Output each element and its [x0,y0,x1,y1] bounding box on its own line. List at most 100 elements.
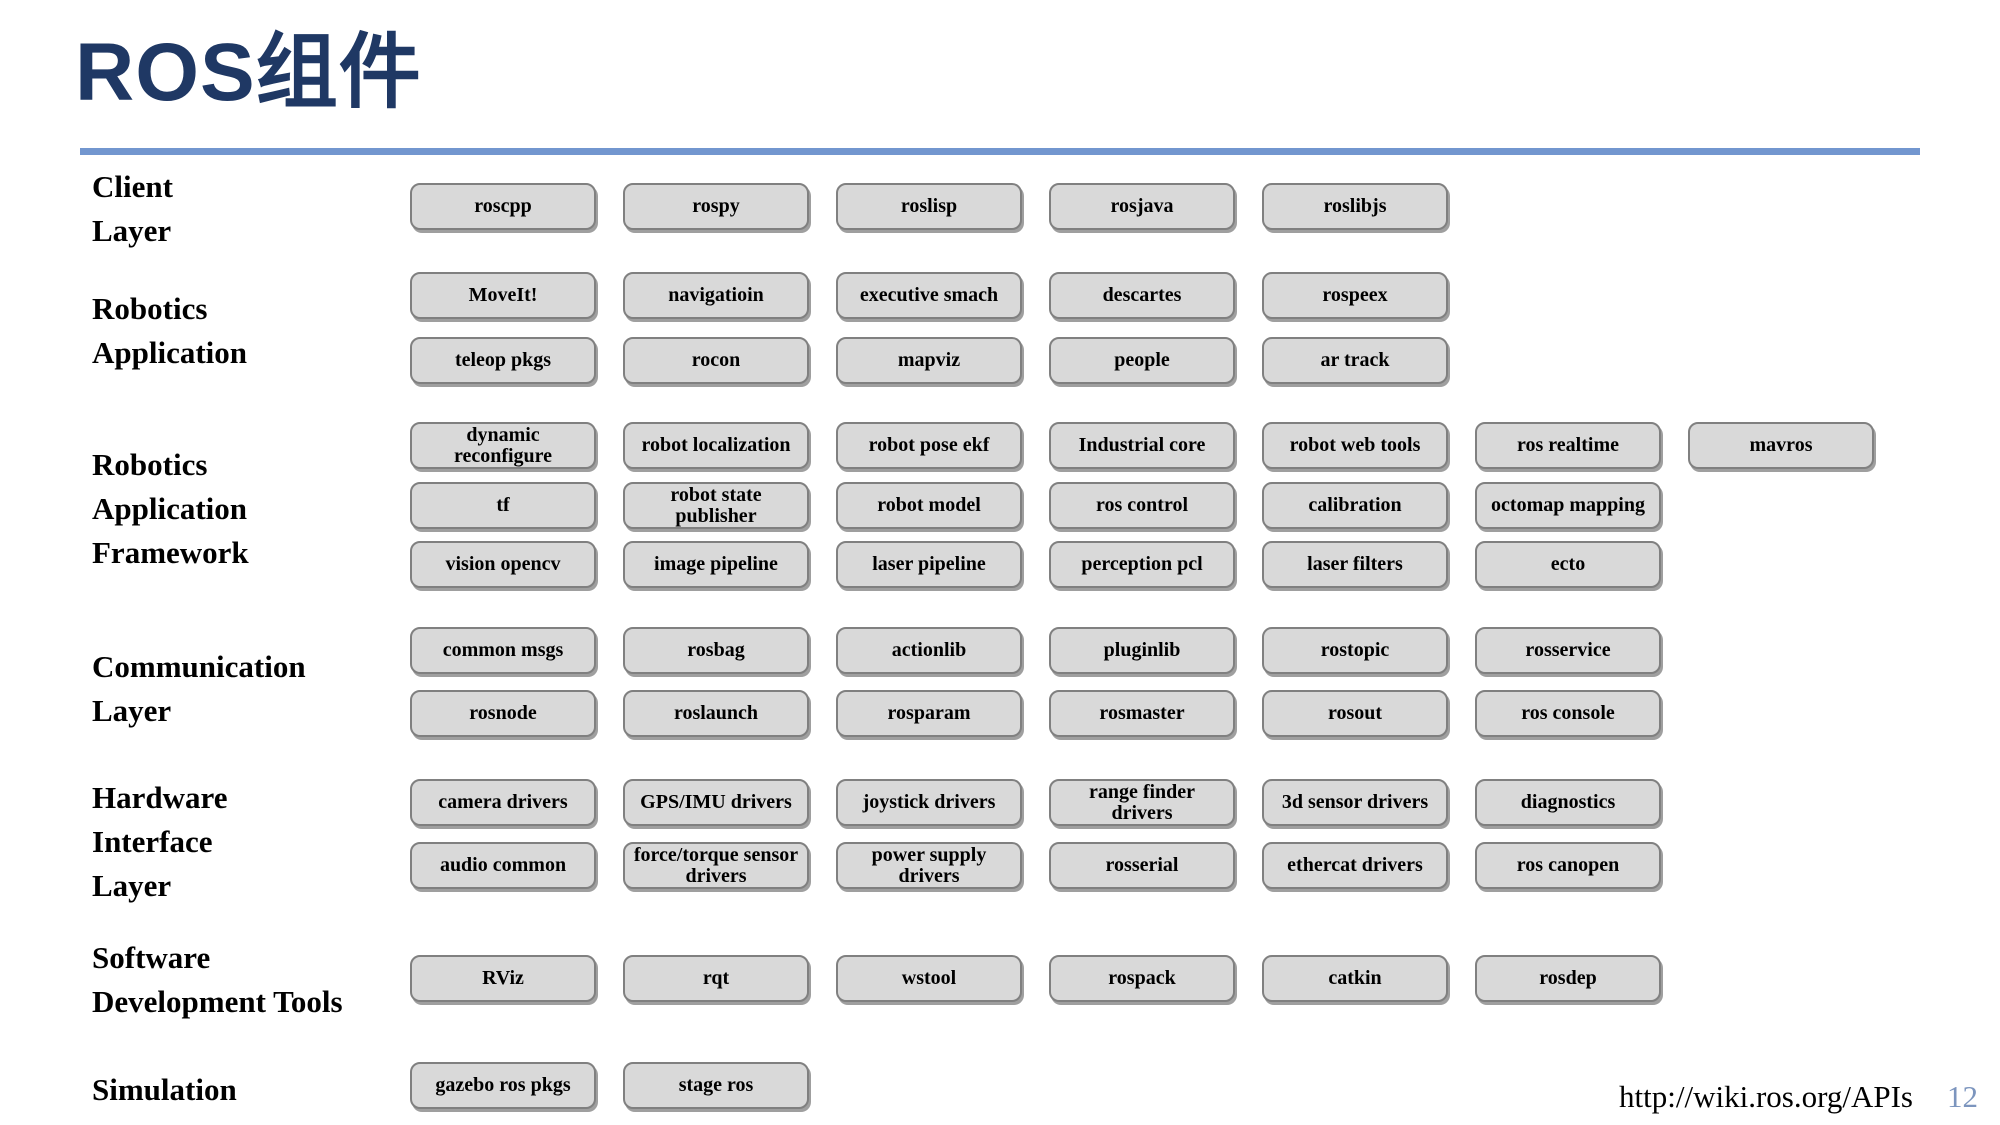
component-box-label: navigatioin [668,284,764,306]
component-row: MoveIt! navigatioin executive smach descart… [410,272,1448,319]
component-box: vision opencv [410,541,596,588]
section-label-line: Layer [92,868,172,903]
component-box: executive smach [836,272,1022,319]
component-box: robot state publisher [623,482,809,529]
component-box-label: force/torque sensor drivers [633,843,799,887]
component-box-label: rospy [692,195,740,217]
component-box: rosdep [1475,955,1661,1002]
component-box: perception pcl [1049,541,1235,588]
component-box: ecto [1475,541,1661,588]
component-box-label: RViz [482,967,524,989]
component-box: rospeex [1262,272,1448,319]
component-box: roslisp [836,183,1022,230]
component-box: teleop pkgs [410,337,596,384]
component-box-label: roslibjs [1323,195,1387,217]
section-label-line: Software [92,940,211,975]
component-box: robot web tools [1262,422,1448,469]
component-box: rosparam [836,690,1022,737]
component-box: people [1049,337,1235,384]
section-label-line: Simulation [92,1072,237,1107]
component-box: ros realtime [1475,422,1661,469]
component-row: rosnode roslaunch rosparam rosmaster rosout r… [410,690,1661,737]
component-box-label: laser pipeline [872,553,986,575]
component-box: rosout [1262,690,1448,737]
component-box-label: ros realtime [1516,434,1619,456]
component-box-label: stage ros [678,1074,754,1096]
component-box: rocon [623,337,809,384]
section-label-line: Application [92,335,248,370]
component-box-label: power supply drivers [871,843,987,887]
section-label-line: Robotics [92,447,208,482]
component-box-label: mapviz [897,349,961,371]
component-box-label: ecto [1550,553,1586,575]
component-box: ros control [1049,482,1235,529]
component-box-label: roslaunch [673,702,759,724]
component-box-label: rosmaster [1099,702,1185,724]
component-box: gazebo ros pkgs [410,1062,596,1109]
component-box-label: tf [496,494,510,516]
component-box: joystick drivers [836,779,1022,826]
component-box: ethercat drivers [1262,842,1448,889]
component-box-label: gazebo ros pkgs [435,1074,571,1096]
component-box-label: ros canopen [1516,854,1620,876]
component-box-label: ros control [1095,494,1189,516]
component-box-label: pluginlib [1103,639,1181,661]
component-box: rospy [623,183,809,230]
component-box: robot model [836,482,1022,529]
component-box-label: robot state publisher [670,483,762,527]
component-box: power supply drivers [836,842,1022,889]
component-box-label: rosout [1327,702,1383,724]
component-box-label: 3d sensor drivers [1281,791,1429,813]
section-label-line: Framework [92,535,249,570]
component-box: rosbag [623,627,809,674]
slide-footer: http://wiki.ros.org/APIs 12 [1619,1077,1978,1117]
component-box-label: GPS/IMU drivers [640,791,792,813]
component-box: octomap mapping [1475,482,1661,529]
component-box-label: rosparam [887,702,971,724]
component-box: rqt [623,955,809,1002]
component-box: robot pose ekf [836,422,1022,469]
component-box: catkin [1262,955,1448,1002]
component-box-label: MoveIt! [468,284,538,306]
component-box: audio common [410,842,596,889]
component-box-label: joystick drivers [862,791,996,813]
component-box: ros console [1475,690,1661,737]
component-box-label: rosnode [469,702,537,724]
component-box: rostopic [1262,627,1448,674]
slide-title: ROS组件 [75,27,422,118]
component-box: laser filters [1262,541,1448,588]
component-box: mapviz [836,337,1022,384]
wiki-url: http://wiki.ros.org/APIs [1619,1079,1913,1114]
component-box: descartes [1049,272,1235,319]
section-label-line: Interface [92,824,213,859]
component-box-label: people [1114,349,1170,371]
component-row: audio common force/torque sensor drivers p… [410,842,1661,889]
component-box-label: actionlib [891,639,967,661]
component-box-label: rostopic [1320,639,1390,661]
section-label-simulation: Simulation [92,1068,237,1112]
component-box-label: image pipeline [654,553,778,575]
component-box-label: rosbag [687,639,745,661]
component-box: rosserial [1049,842,1235,889]
component-box: actionlib [836,627,1022,674]
component-box-label: ethercat drivers [1287,854,1423,876]
component-box: robot localization [623,422,809,469]
component-box-label: rosjava [1110,195,1174,217]
component-box: GPS/IMU drivers [623,779,809,826]
component-box-label: robot web tools [1289,434,1421,456]
component-box: wstool [836,955,1022,1002]
component-box-label: robot localization [641,434,791,456]
component-box: roslaunch [623,690,809,737]
component-box: mavros [1688,422,1874,469]
component-box-label: diagnostics [1520,791,1616,813]
component-box-label: audio common [439,854,567,876]
component-box-label: calibration [1308,494,1402,516]
component-box-label: robot model [877,494,981,516]
